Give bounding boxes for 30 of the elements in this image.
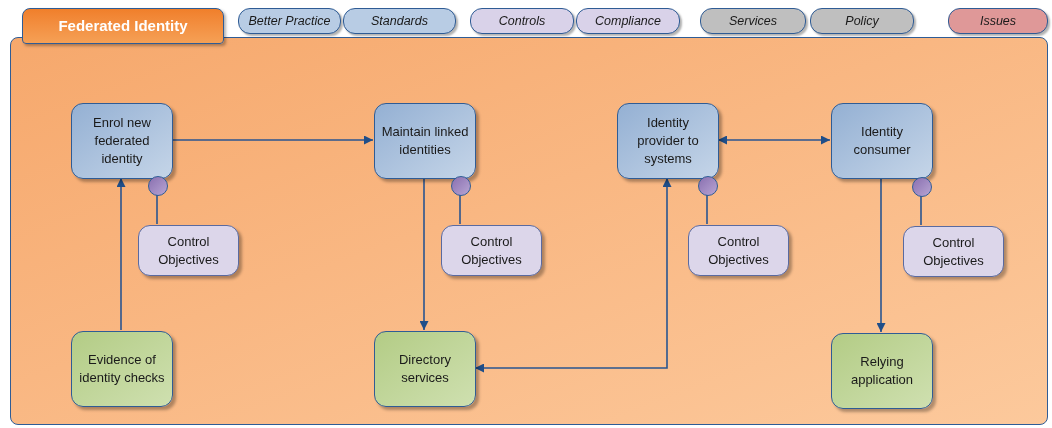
control-objectives-box: Control Objectives bbox=[688, 225, 789, 276]
process-box: Directory services bbox=[374, 331, 476, 407]
legend-tab: Better Practice bbox=[238, 8, 341, 34]
legend-tab: Standards bbox=[343, 8, 456, 34]
leader-line bbox=[706, 194, 708, 225]
control-objectives-box: Control Objectives bbox=[903, 226, 1004, 277]
process-box: Maintain linked identities bbox=[374, 103, 476, 179]
arrow bbox=[419, 177, 429, 331]
panel-background bbox=[10, 37, 1048, 425]
arrow bbox=[474, 177, 672, 373]
process-box: Relying application bbox=[831, 333, 933, 409]
process-box: Identity consumer bbox=[831, 103, 933, 179]
legend-tab: Services bbox=[700, 8, 806, 34]
arrow bbox=[116, 177, 126, 331]
control-objectives-box: Control Objectives bbox=[441, 225, 542, 276]
legend-tab: Controls bbox=[470, 8, 574, 34]
process-box: Enrol new federated identity bbox=[71, 103, 173, 179]
legend-tab: Issues bbox=[948, 8, 1048, 34]
leader-line bbox=[459, 194, 461, 225]
leader-line bbox=[156, 194, 158, 225]
title-tab: Federated Identity bbox=[22, 8, 224, 44]
process-box: Evidence of identity checks bbox=[71, 331, 173, 407]
control-objectives-box: Control Objectives bbox=[138, 225, 239, 276]
process-box: Identity provider to systems bbox=[617, 103, 719, 179]
leader-line bbox=[920, 195, 922, 226]
arrow bbox=[171, 135, 374, 145]
legend-tab: Policy bbox=[810, 8, 914, 34]
arrow bbox=[876, 177, 886, 333]
arrow bbox=[717, 135, 831, 145]
legend-tab: Compliance bbox=[576, 8, 680, 34]
